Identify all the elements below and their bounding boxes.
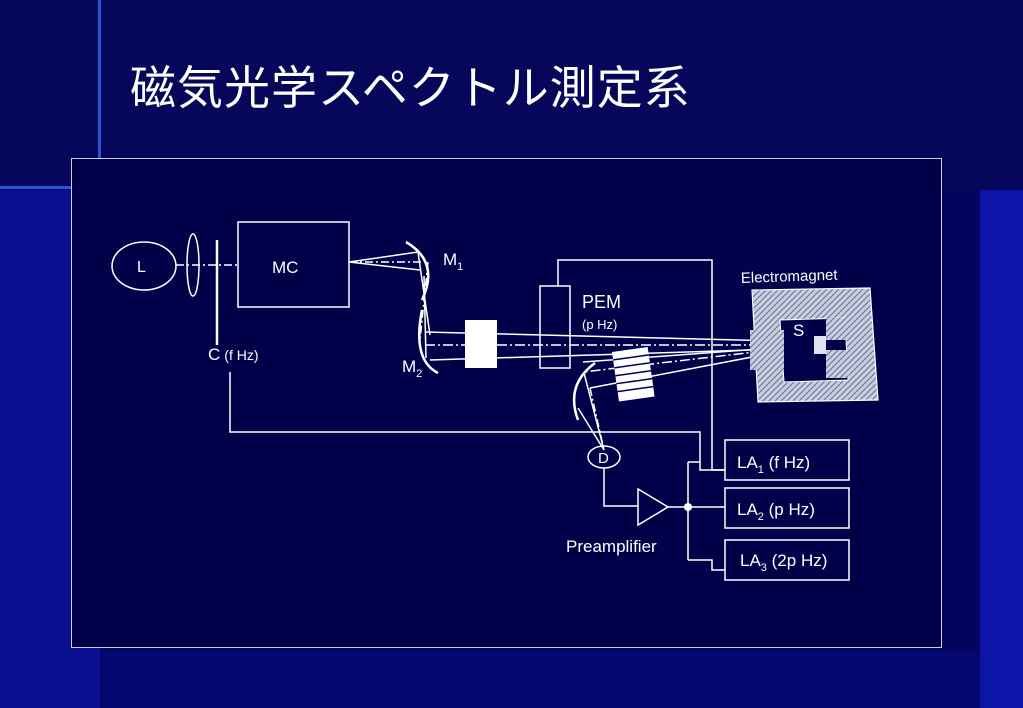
m1-label: M1 — [443, 250, 463, 273]
bg-right — [980, 190, 1023, 708]
mc-label: MC — [272, 258, 298, 277]
beam-mirror-detector-b — [589, 387, 605, 451]
analyzer — [612, 346, 655, 402]
sample — [814, 336, 826, 354]
beam-mirror-detector-c — [577, 407, 605, 451]
wire-la1 — [688, 461, 725, 471]
m2-label: M2 — [402, 357, 422, 380]
wire-la3 — [688, 559, 725, 571]
pem-freq-label: (p Hz) — [582, 317, 617, 332]
preamplifier — [637, 487, 670, 527]
accent-vertical-line — [98, 0, 101, 160]
preamplifier-label: Preamplifier — [566, 537, 657, 556]
mirror-m3 — [572, 361, 596, 421]
lockin-la3-box — [724, 539, 850, 581]
bg-bottom — [100, 650, 980, 708]
mirror-m2 — [418, 309, 439, 375]
la2-label: LA2 (p Hz) — [737, 500, 815, 523]
accent-horizontal-line — [0, 186, 72, 189]
beam-mc-m1-a — [348, 251, 419, 263]
diagram-panel — [71, 158, 942, 648]
lockin-la2-box — [724, 487, 850, 529]
polarizer — [465, 320, 497, 368]
lockin-la1-box — [724, 439, 850, 481]
la1-label: LA1 (f Hz) — [737, 453, 810, 476]
lamp — [111, 241, 177, 291]
beam-mc-m1-b — [348, 261, 421, 271]
pem-label: PEM — [582, 292, 621, 312]
wire-chopper-la1 — [229, 372, 701, 462]
detector-label: D — [598, 450, 609, 467]
junction-dot — [684, 503, 692, 511]
electromagnet-label: Electromagnet — [741, 267, 839, 287]
chopper-label: C(f Hz) — [208, 345, 259, 364]
electromagnet — [750, 287, 879, 403]
monochromator-box — [237, 221, 350, 308]
pem-box — [539, 285, 571, 369]
lamp-label: L — [137, 259, 146, 276]
la3-label: LA3 (2p Hz) — [740, 551, 827, 574]
sample-label: S — [793, 321, 804, 340]
wire-detector-preamp — [603, 468, 638, 507]
slide-title: 磁気光学スペクトル測定系 — [130, 61, 691, 115]
